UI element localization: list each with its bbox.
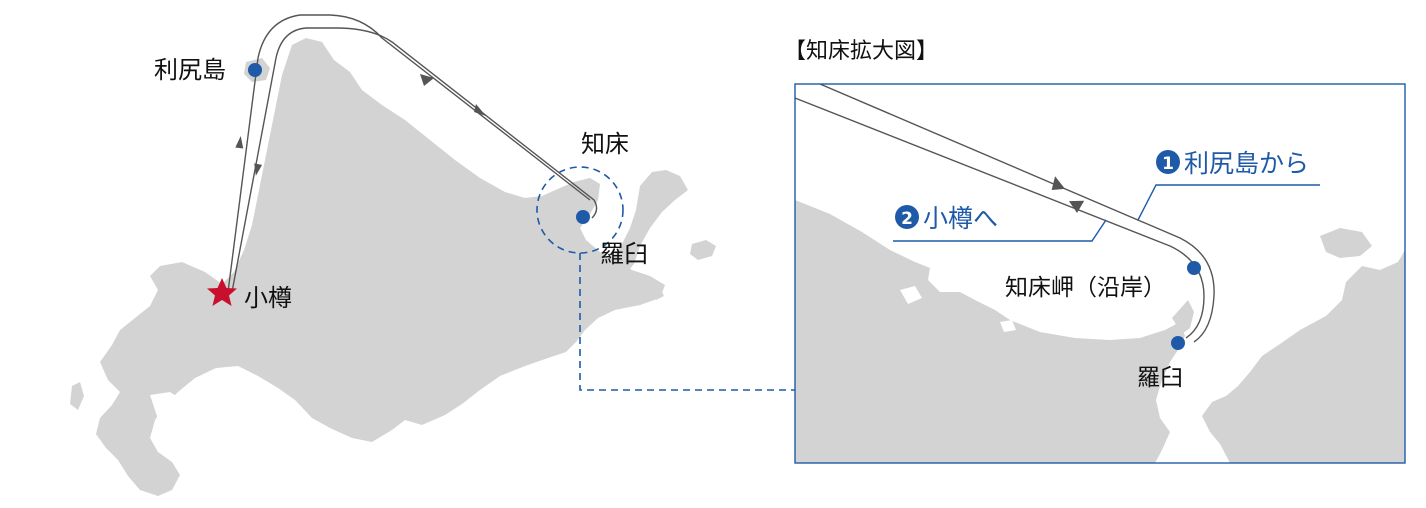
- inset-kunashiri-land: [1202, 250, 1405, 463]
- shiretoko-label: 知床: [581, 130, 629, 158]
- inset-cape-dot: [1187, 261, 1201, 275]
- route-number-badge-1: [1156, 150, 1180, 174]
- kunashiri-island: [606, 170, 688, 282]
- route-number-2: 2: [901, 209, 913, 229]
- rausu-label: 羅臼: [600, 240, 648, 268]
- main-routes: [227, 14, 598, 293]
- arrow-icon-lower-route: [420, 74, 434, 86]
- arrow-icon-inset-inner: [1068, 200, 1085, 213]
- inset-map: [795, 84, 1405, 463]
- otaru-label: 小樽: [244, 284, 292, 312]
- route-number-1: 1: [1162, 154, 1174, 174]
- route-callout-1: 1 利尻島から: [1137, 149, 1320, 221]
- route-rishiri-to-rausu: [227, 14, 591, 293]
- inset-rausu-label: 羅臼: [1137, 365, 1183, 391]
- inset-title: 【知床拡大図】: [784, 39, 938, 64]
- kunashiri-south: [598, 256, 616, 276]
- inset-rausu-dot: [1171, 336, 1185, 350]
- oshima-peninsula-east: [150, 392, 200, 448]
- callout-line-2: [893, 219, 1107, 242]
- inset-coast-notch-1: [900, 286, 922, 304]
- inset-route-inner: [795, 97, 1205, 339]
- route-rausu-to-otaru: [231, 27, 598, 293]
- arrow-icon-inset-outer: [1051, 176, 1066, 190]
- rausu-port-dot: [576, 210, 590, 224]
- rishiri-port-dot: [248, 63, 262, 77]
- inset-cape-tip: [1172, 300, 1194, 334]
- star-icon: [207, 278, 237, 306]
- arrow-icon-up-left-leg: [235, 136, 244, 149]
- etorofu-tip: [690, 240, 716, 260]
- route-callout-2: 2 小樽へ: [893, 204, 1107, 242]
- shiretoko-peninsula: [540, 178, 592, 244]
- hokkaido-land: [70, 38, 716, 496]
- arrow-icon-upper-route: [474, 104, 486, 116]
- route-label-1: 利尻島から: [1184, 149, 1309, 178]
- route-label-2: 小樽へ: [923, 204, 998, 233]
- inset-kunashiri-north: [1320, 228, 1372, 258]
- callout-line-1: [1137, 184, 1320, 221]
- rishiri-label: 利尻島: [154, 56, 226, 84]
- inset-cape-label: 知床岬（沿岸）: [1005, 275, 1166, 301]
- shiretoko-focus-circle: [536, 166, 624, 254]
- inset-route-outer: [819, 84, 1215, 343]
- route-number-badge-2: [895, 205, 919, 229]
- inset-hokkaido-land: [795, 200, 1185, 463]
- arrow-icon-down-right-leg: [254, 163, 263, 176]
- inset-leader-line: [579, 253, 795, 391]
- inset-coast-notch-2: [1000, 320, 1016, 332]
- habomai-islands: [650, 288, 664, 300]
- inset-frame: [794, 83, 1406, 464]
- hokkaido-mainland: [96, 38, 665, 496]
- okushiri-island: [70, 382, 84, 410]
